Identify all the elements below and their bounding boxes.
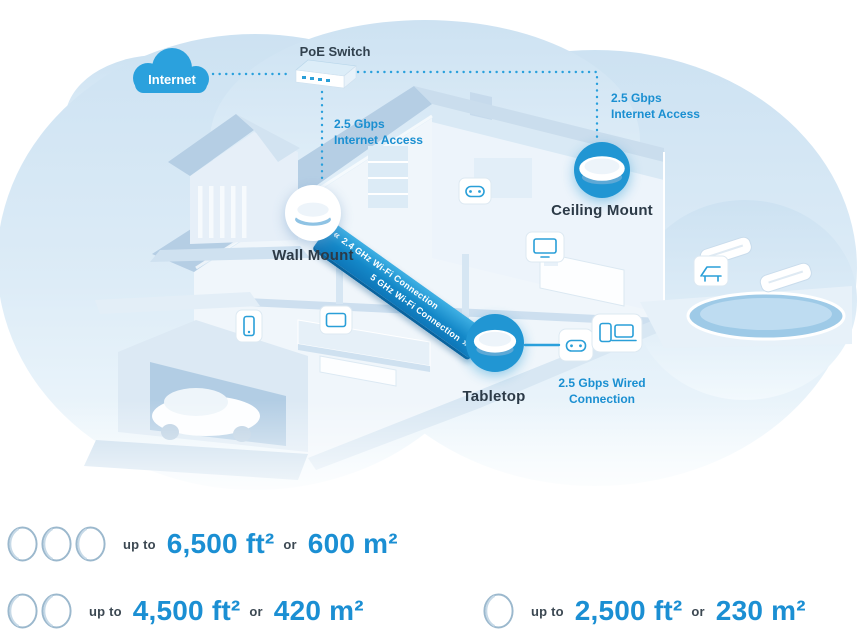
coverage-row-2-units: up to 4,500 ft² or 420 m² [6,588,364,634]
deco-device-icon [579,156,625,184]
wall-mount-label: Wall Mount [272,247,354,264]
tablet-icon [319,305,353,335]
coverage-metric: 600 m² [307,528,398,559]
deco-unit-icon [75,526,106,562]
coverage-prefix: up to [531,603,564,619]
phone-laptop-icon [591,313,643,353]
coverage-row-1-unit: up to 2,500 ft² or 230 m² [482,588,806,634]
coverage-conjunction: or [249,603,263,619]
deco-device-icon [292,200,334,226]
deco-device-icon [473,330,517,356]
dotted-line-switch-to-ceiling-mount [356,70,599,142]
tv-icon [525,231,565,263]
deco-unit-icon [41,526,72,562]
house-scene-art [0,20,857,512]
deck [95,292,260,314]
deco-unit-icon [483,593,514,629]
ceiling-mount-label: Ceiling Mount [551,202,653,219]
coverage-imperial: 6,500 ft² [166,528,275,559]
ceiling-mount-device-icon [574,142,630,198]
deco-unit-icon [7,526,38,562]
poe-switch-label: PoE Switch [299,44,371,59]
tabletop-device-icon [466,314,524,372]
coverage-row-3-units: up to 6,500 ft² or 600 m² [6,521,398,567]
left-tower [150,114,310,262]
home-illustration: « 2.4 GHz Wi-Fi Connection 5 GHz Wi-Fi C… [0,20,857,512]
game-controller-icon [458,177,492,205]
coverage-prefix: up to [123,536,156,552]
internet-label: Internet [148,72,196,87]
gamepad-icon [558,328,594,362]
ceiling-access-label: 2.5 Gbps Internet Access [611,91,700,121]
tabletop-label: Tabletop [462,388,526,405]
internet-cloud-icon: Internet [133,48,209,93]
coverage-metric: 420 m² [273,595,364,626]
coverage-prefix: up to [89,603,122,619]
wired-connection-label: 2.5 Gbps Wired Connection [558,376,646,406]
bottom-fade [0,400,857,512]
coverage-metric: 230 m² [715,595,806,626]
deco-unit-icon [7,593,38,629]
wall-access-label: 2.5 Gbps Internet Access [334,117,423,147]
poe-switch-device [295,59,357,89]
deco-unit-icon [41,593,72,629]
coverage-conjunction: or [283,536,297,552]
coverage-imperial: 4,500 ft² [132,595,241,626]
pool-lounger-icon [693,255,729,287]
coverage-imperial: 2,500 ft² [574,595,683,626]
pool-terrace [640,236,852,348]
coverage-conjunction: or [691,603,705,619]
wall-mount-device-icon [285,185,341,241]
phone-icon [235,309,263,343]
lounger [759,262,812,293]
